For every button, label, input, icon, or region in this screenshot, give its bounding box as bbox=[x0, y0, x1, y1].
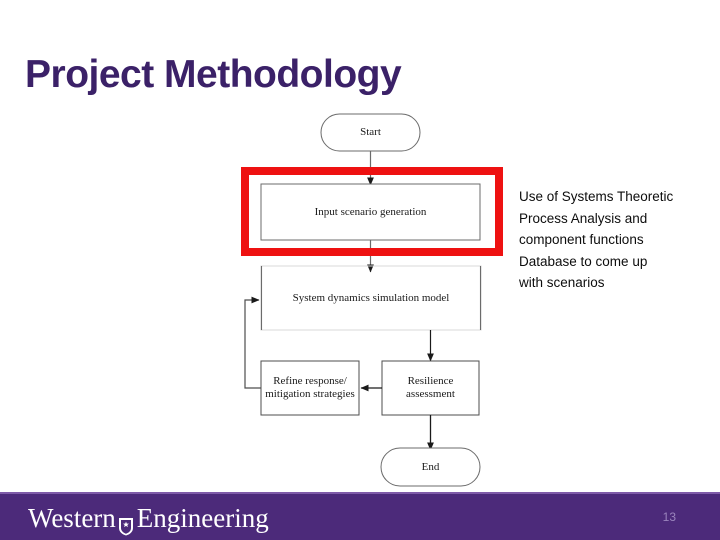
flowchart-svg bbox=[241, 113, 503, 487]
highlight-rectangle-input-step bbox=[241, 167, 503, 256]
annotation-line-3: component functions bbox=[519, 232, 644, 247]
node-sysdyn-shape bbox=[260, 265, 482, 331]
arrow-refine-feedback-loop bbox=[244, 296, 261, 389]
footer-bar: Western Engineering 13 bbox=[0, 492, 720, 540]
annotation-line-4: Database to come up bbox=[519, 253, 648, 269]
page-title: Project Methodology bbox=[25, 53, 402, 96]
annotation-line-1: Use of Systems Theoretic bbox=[519, 189, 674, 204]
shield-crest-icon bbox=[118, 511, 134, 535]
annotation-text: Use of Systems Theoretic Process Analysi… bbox=[519, 186, 720, 294]
node-end-shape bbox=[380, 447, 481, 487]
node-start-shape bbox=[320, 113, 421, 152]
node-refine-shape bbox=[260, 360, 360, 416]
annotation-line-2: Process Analysis and bbox=[519, 210, 648, 226]
node-input-shape bbox=[260, 183, 481, 241]
brand-western-label: Western bbox=[28, 503, 116, 533]
brand-engineering-label: Engineering bbox=[136, 503, 269, 533]
annotation-line-5: with scenarios bbox=[519, 275, 605, 290]
node-resilience-shape bbox=[381, 360, 480, 416]
page-number: 13 bbox=[662, 510, 676, 524]
brand-lockup: Western Engineering bbox=[28, 502, 269, 535]
